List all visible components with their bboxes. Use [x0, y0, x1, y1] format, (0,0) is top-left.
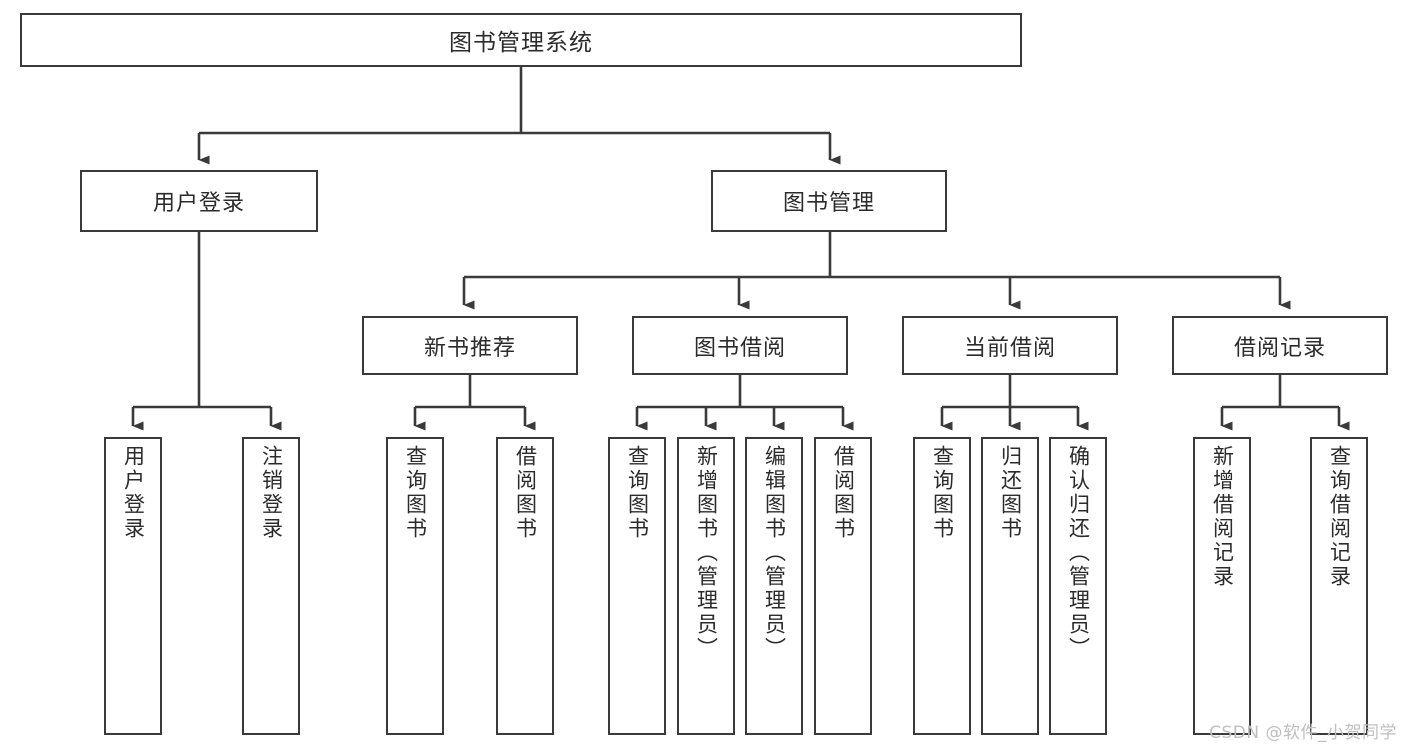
node-label: 新增借阅记录 — [1210, 445, 1235, 589]
node-label: 图书借阅 — [693, 335, 786, 361]
node-label: 编辑图书（管理员） — [762, 445, 787, 661]
leaf-record-add-record[interactable]: 新增借阅记录 — [1193, 437, 1251, 735]
leaf-recommend-query-book[interactable]: 查询图书 — [386, 437, 444, 735]
node-book-borrow[interactable]: 图书借阅 — [632, 316, 848, 375]
leaf-current-return-book[interactable]: 归还图书 — [981, 437, 1039, 735]
leaf-user-login-login[interactable]: 用户登录 — [104, 437, 162, 735]
leaf-borrow-add-book-admin[interactable]: 新增图书（管理员） — [677, 437, 735, 735]
node-label: 新增图书（管理员） — [694, 445, 719, 661]
leaf-borrow-edit-book-admin[interactable]: 编辑图书（管理员） — [745, 437, 803, 735]
node-label: 当前借阅 — [963, 335, 1056, 361]
node-label: 注销登录 — [259, 445, 284, 541]
node-label: 查询借阅记录 — [1327, 445, 1352, 589]
node-root-book-management-system[interactable]: 图书管理系统 — [20, 13, 1022, 67]
node-label: 用户登录 — [121, 445, 146, 541]
node-label: 查询图书 — [930, 445, 955, 541]
node-label: 借阅图书 — [831, 445, 856, 541]
node-label: 归还图书 — [998, 445, 1023, 541]
node-label: 确认归还（管理员） — [1066, 445, 1091, 661]
leaf-borrow-query-book[interactable]: 查询图书 — [608, 437, 666, 735]
node-user-login[interactable]: 用户登录 — [80, 170, 318, 232]
node-label: 借阅记录 — [1233, 335, 1326, 361]
leaf-borrow-borrow-book[interactable]: 借阅图书 — [814, 437, 872, 735]
node-label: 图书管理 — [782, 191, 875, 216]
node-current-borrow[interactable]: 当前借阅 — [902, 316, 1118, 375]
node-book-management[interactable]: 图书管理 — [711, 170, 947, 232]
node-label: 借阅图书 — [513, 445, 538, 541]
leaf-recommend-borrow-book[interactable]: 借阅图书 — [496, 437, 554, 735]
node-label: 新书推荐 — [423, 335, 516, 361]
leaf-record-query-record[interactable]: 查询借阅记录 — [1310, 437, 1368, 735]
leaf-current-query-book[interactable]: 查询图书 — [913, 437, 971, 735]
leaf-current-confirm-return-admin[interactable]: 确认归还（管理员） — [1049, 437, 1107, 735]
node-new-book-recommend[interactable]: 新书推荐 — [362, 316, 578, 375]
node-label: 查询图书 — [403, 445, 428, 541]
node-label: 图书管理系统 — [449, 30, 593, 56]
node-label: 查询图书 — [625, 445, 650, 541]
leaf-user-login-logout[interactable]: 注销登录 — [242, 437, 300, 735]
node-label: 用户登录 — [152, 191, 245, 216]
node-borrow-record[interactable]: 借阅记录 — [1172, 316, 1388, 375]
watermark: CSDN @软件_小贺同学 — [1209, 723, 1397, 743]
